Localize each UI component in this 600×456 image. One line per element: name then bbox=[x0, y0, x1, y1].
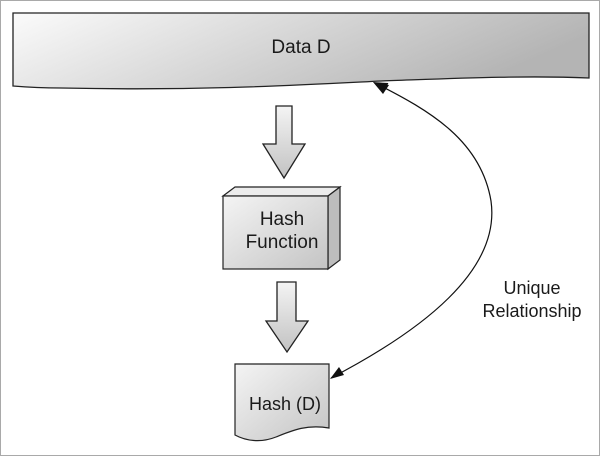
down-arrow-1 bbox=[261, 105, 307, 180]
arrowhead-to-hash bbox=[330, 367, 344, 379]
arrowhead-to-data bbox=[373, 82, 389, 94]
data-block bbox=[12, 12, 590, 90]
hash-function-box bbox=[221, 185, 342, 271]
hash-function-line1: Hash bbox=[259, 209, 305, 230]
relationship-line1: Unique bbox=[503, 278, 561, 298]
unique-relationship-label: Unique Relationship bbox=[467, 277, 597, 323]
hash-output-document bbox=[234, 363, 330, 442]
hash-function-label: Hash Function bbox=[223, 208, 341, 254]
hash-d-label: Hash (D) bbox=[248, 394, 321, 414]
data-d-label: Data D bbox=[271, 37, 331, 58]
relationship-line2: Relationship bbox=[482, 301, 582, 321]
unique-relationship-connector bbox=[330, 82, 493, 379]
hash-function-line2: Function bbox=[245, 232, 319, 253]
down-arrow-2 bbox=[264, 281, 310, 354]
